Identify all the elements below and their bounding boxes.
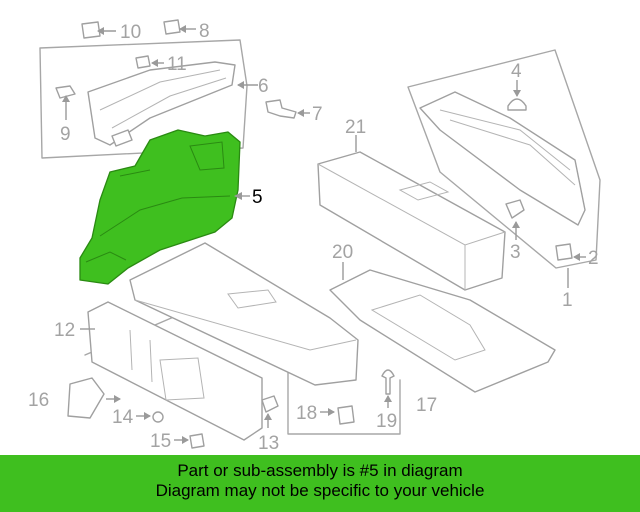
trim-clip xyxy=(111,129,133,147)
part-19-pin xyxy=(381,369,395,395)
part-14-nut xyxy=(152,411,164,423)
part-7-screw xyxy=(265,99,297,119)
callout-3: 3 xyxy=(510,242,521,263)
callout-5-highlighted: 5 xyxy=(252,187,263,208)
callout-15: 15 xyxy=(150,431,171,452)
callout-6: 6 xyxy=(258,76,269,97)
callout-19: 19 xyxy=(376,411,397,432)
part-13-bolt xyxy=(261,395,279,413)
group-box-1-4 xyxy=(407,49,601,269)
leader-lines xyxy=(62,25,586,444)
parts-diagram: 10 8 11 9 6 7 5 21 4 3 2 1 20 12 16 14 1… xyxy=(28,19,601,454)
callout-9: 9 xyxy=(60,124,71,145)
part-2-clip xyxy=(555,243,573,261)
callout-18: 18 xyxy=(296,403,317,424)
highlighted-quarter-trim-panel[interactable] xyxy=(79,129,241,285)
callout-14: 14 xyxy=(112,407,134,428)
part-3-screw xyxy=(505,199,525,219)
part-15-bolt xyxy=(189,433,205,449)
callout-10: 10 xyxy=(120,22,141,43)
rear-panel xyxy=(87,301,263,441)
floor-cover xyxy=(329,269,556,393)
part-18-clip xyxy=(337,405,355,425)
load-floor-panel xyxy=(129,242,359,386)
callout-17: 17 xyxy=(416,395,437,416)
sill-plate xyxy=(419,91,586,226)
part-4-cap xyxy=(507,98,527,111)
banner-line-part: Part or sub-assembly is #5 in diagram xyxy=(177,461,463,480)
group-box-6-11 xyxy=(39,39,248,159)
callout-7: 7 xyxy=(312,104,323,125)
part-10-clip xyxy=(81,21,101,39)
callout-4: 4 xyxy=(511,61,522,82)
part-16-cover xyxy=(67,377,105,419)
callout-21: 21 xyxy=(345,117,366,138)
part-11-pin xyxy=(135,55,151,69)
part-8-clip xyxy=(163,19,181,35)
banner-line-disclaimer: Diagram may not be specific to your vehi… xyxy=(155,481,485,500)
callout-2: 2 xyxy=(588,248,599,269)
upper-side-trim xyxy=(87,61,236,146)
storage-box xyxy=(317,151,506,291)
callout-1: 1 xyxy=(562,290,573,311)
callout-13: 13 xyxy=(258,433,279,454)
info-banner: Part or sub-assembly is #5 in diagram Di… xyxy=(0,455,640,512)
part-9-clip xyxy=(55,85,76,99)
callout-11: 11 xyxy=(167,54,187,75)
callout-20: 20 xyxy=(332,242,353,263)
callout-12: 12 xyxy=(54,320,75,341)
callout-8: 8 xyxy=(199,21,210,42)
callout-16: 16 xyxy=(28,390,49,411)
